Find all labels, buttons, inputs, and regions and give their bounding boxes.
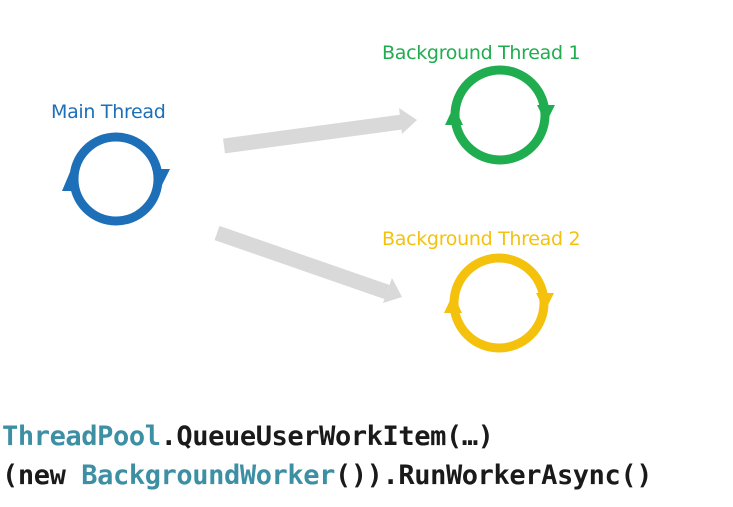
code-line-threadpool: ThreadPool.QueueUserWorkItem(…) (2, 421, 494, 452)
arrow-to-background-thread-2 (214, 225, 402, 303)
main-thread-label: Main Thread (51, 101, 166, 123)
background-thread-1-cycle-icon (445, 65, 555, 165)
code-type-threadpool: ThreadPool (2, 421, 161, 452)
code-line-backgroundworker: (new BackgroundWorker()).RunWorkerAsync(… (2, 460, 652, 491)
code-call-runworkerasync: ()).RunWorkerAsync() (334, 460, 653, 491)
arrow-to-background-thread-1 (222, 108, 417, 154)
code-call-queue: .QueueUserWorkItem(…) (160, 421, 494, 452)
background-thread-2-label: Background Thread 2 (382, 228, 581, 250)
background-thread-2-cycle-icon (444, 253, 554, 353)
code-type-backgroundworker: BackgroundWorker (81, 460, 335, 491)
code-prefix-new: (new (2, 460, 82, 491)
main-thread-cycle-icon (62, 132, 170, 226)
background-thread-1-label: Background Thread 1 (382, 42, 581, 64)
thread-diagram (62, 65, 555, 353)
